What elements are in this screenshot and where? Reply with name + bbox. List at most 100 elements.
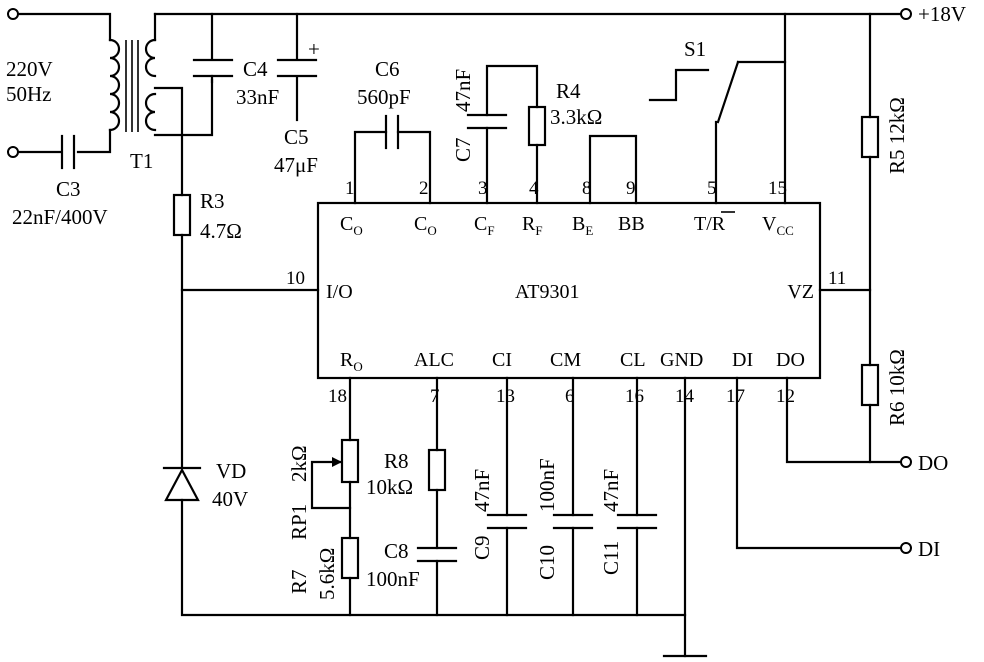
c6-network xyxy=(353,114,432,205)
vd-ref-label: VD xyxy=(216,459,246,483)
c9-ref-label: C9 xyxy=(470,535,494,560)
c8-value-label: 100nF xyxy=(366,567,420,591)
vd-value-label: 40V xyxy=(212,487,248,511)
c6-ref-label: C6 xyxy=(375,57,400,81)
t1-label: T1 xyxy=(130,149,153,173)
do-terminal-label: DO xyxy=(918,451,948,475)
r4-value-label: 3.3kΩ xyxy=(550,105,602,129)
mains-voltage-label: 220V xyxy=(6,57,53,81)
pin-1-number: 1 xyxy=(345,178,355,199)
pin-2-name: CO xyxy=(414,213,437,238)
s1-switch xyxy=(648,60,787,205)
pin-7-number: 7 xyxy=(430,386,440,407)
r6-value-label: 10kΩ xyxy=(885,349,909,396)
c3-capacitor xyxy=(60,134,76,170)
r7-value-label: 5.6kΩ xyxy=(315,548,339,600)
pin-10-name: I/O xyxy=(326,281,353,303)
pin-labels: 1CO2CO3CF4RF8BE9BB5T/R15VCC10I/O11VZ18RO… xyxy=(286,178,846,407)
r3-vd-network xyxy=(162,193,687,617)
r3-value-label: 4.7Ω xyxy=(200,219,242,243)
c4-ref-label: C4 xyxy=(243,57,268,81)
pin-6-number: 6 xyxy=(565,386,575,407)
r8-value-label: 10kΩ xyxy=(366,475,413,499)
wiring-top xyxy=(16,12,902,197)
pin-4-number: 4 xyxy=(529,178,539,199)
r4-ref-label: R4 xyxy=(556,79,581,103)
pin-8-name: BE xyxy=(572,213,593,238)
mains-terminal-top xyxy=(7,8,19,20)
c6-value-label: 560pF xyxy=(357,85,411,109)
mains-terminal-bottom xyxy=(7,146,19,158)
pin-7-name: ALC xyxy=(414,349,454,371)
pin-16-number: 16 xyxy=(625,386,644,407)
rp1-ref-label: RP1 xyxy=(287,504,311,540)
pin-5-name: T/R xyxy=(694,213,726,235)
pin-11-number: 11 xyxy=(828,268,846,289)
pin-18-number: 18 xyxy=(328,386,347,407)
pin-8-number: 8 xyxy=(582,178,592,199)
c5-ref-label: C5 xyxy=(284,125,309,149)
pin-13-number: 13 xyxy=(496,386,515,407)
do-line xyxy=(785,376,902,464)
pin-18-name: RO xyxy=(340,349,363,374)
pin-14-name: GND xyxy=(660,349,703,371)
pin-16-name: CL xyxy=(620,349,646,371)
pin-12-name: DO xyxy=(776,349,805,371)
pin-3-number: 3 xyxy=(478,178,488,199)
pin-14-number: 14 xyxy=(675,386,695,407)
r6-label: R6 10kΩ xyxy=(885,349,909,426)
c3-ref-label: C3 xyxy=(56,177,81,201)
r5-label: R5 12kΩ xyxy=(885,97,909,174)
pin-17-name: DI xyxy=(732,349,753,371)
pin-9-name: BB xyxy=(618,213,645,235)
c5-plus-sign: + xyxy=(308,37,320,61)
pin-10-number: 10 xyxy=(286,268,305,289)
r8-c8-network xyxy=(416,376,458,617)
pin-12-number: 12 xyxy=(776,386,795,407)
transformer-t1 xyxy=(108,38,157,132)
r3-ref-label: R3 xyxy=(200,189,225,213)
c5-capacitor xyxy=(276,58,318,78)
c7-value-label: 47nF xyxy=(451,69,475,112)
c7-r4-network xyxy=(466,64,547,205)
pin-9-number: 9 xyxy=(626,178,636,199)
r5-ref-label: R5 xyxy=(885,149,909,174)
c9-value-label: 47nF xyxy=(470,469,494,512)
c10-value-label: 100nF xyxy=(535,458,559,512)
c3-value-label: 22nF/400V xyxy=(12,205,108,229)
c10-ref-label: C10 xyxy=(535,545,559,580)
r6-ref-label: R6 xyxy=(885,401,909,426)
pin-4-name: RF xyxy=(522,213,543,238)
pin-6-name: CM xyxy=(550,349,581,371)
di-terminal xyxy=(900,542,912,554)
c8-ref-label: C8 xyxy=(384,539,409,563)
ground xyxy=(662,376,708,658)
pin-2-number: 2 xyxy=(419,178,429,199)
mains-frequency-label: 50Hz xyxy=(6,82,52,106)
pin-3-name: CF xyxy=(474,213,495,238)
c11-value-label: 47nF xyxy=(599,469,623,512)
rp1-value-label: 2kΩ xyxy=(287,445,311,482)
c4-value-label: 33nF xyxy=(236,85,279,109)
rp1-r7-network xyxy=(310,376,360,617)
c9-c10-c11-network xyxy=(486,376,658,617)
do-terminal xyxy=(900,456,912,468)
pin-1-name: CO xyxy=(340,213,363,238)
r7-ref-label: R7 xyxy=(287,569,311,594)
c4-capacitor xyxy=(192,58,234,84)
pin-11-name: VZ xyxy=(787,281,814,303)
pin-17-number: 17 xyxy=(726,386,745,407)
r8-ref-label: R8 xyxy=(384,449,409,473)
supply-terminal-label: +18V xyxy=(918,2,966,26)
supply-terminal xyxy=(900,8,912,20)
c11-ref-label: C11 xyxy=(599,541,623,575)
c7-ref-label: C7 xyxy=(451,137,475,162)
di-line xyxy=(735,376,902,550)
be-bb-link xyxy=(588,134,638,205)
pin-13-name: CI xyxy=(492,349,512,371)
ic-name: AT9301 xyxy=(515,281,579,303)
c5-value-label: 47μF xyxy=(274,153,318,177)
di-terminal-label: DI xyxy=(918,537,940,561)
pin-15-number: 15 xyxy=(768,178,787,199)
